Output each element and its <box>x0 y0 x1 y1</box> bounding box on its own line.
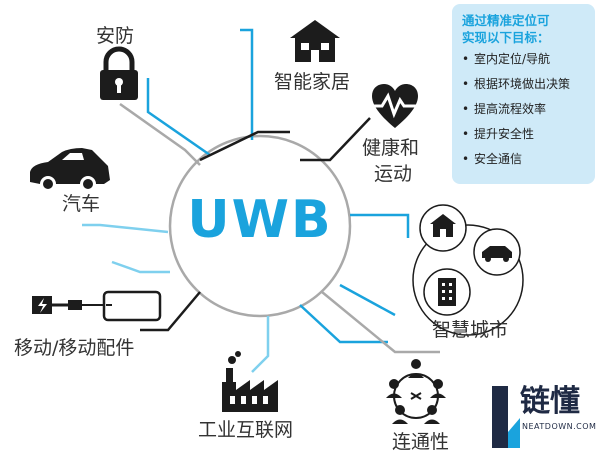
connector-security-gray <box>119 102 201 166</box>
connector-smart-home-dark <box>199 130 290 162</box>
connector-mobile-dark <box>140 291 201 332</box>
padlock-icon <box>100 46 138 100</box>
bullet-icon: • <box>462 77 470 91</box>
goals-list: • 室内定位/导航 • 根据环境做出决策 • 提高流程效率 • 提升安全性 • 安全通信 <box>462 52 587 167</box>
node-label-health-2: 运动 <box>374 163 413 185</box>
logo-mark <box>492 386 520 448</box>
goals-item-text: 室内定位/导航 <box>474 52 551 66</box>
connector-connectivity-gray <box>321 291 440 354</box>
bullet-icon: • <box>462 52 470 66</box>
connector-smart-city-blue <box>339 283 396 317</box>
node-label-health-1: 健康和 <box>362 137 420 159</box>
brand-logo: 链懂 NEATDOWN.COM <box>492 382 600 453</box>
goals-item-text: 提升安全性 <box>474 127 535 141</box>
connector-smart-home <box>240 28 254 140</box>
node-label-security: 安防 <box>96 25 135 47</box>
connector-security <box>146 78 211 157</box>
bullet-icon: • <box>462 102 470 116</box>
phone-charger-icon <box>32 290 162 322</box>
connector-mobile-light <box>111 260 170 274</box>
connector-iiot <box>251 316 270 373</box>
connector-automotive <box>82 223 169 234</box>
city-cluster-icon <box>412 204 524 336</box>
node-label-automotive: 汽车 <box>62 193 101 215</box>
house-icon <box>290 20 340 62</box>
node-label-smart-city: 智慧城市 <box>432 319 509 341</box>
bullet-icon: • <box>462 152 470 166</box>
heartbeat-icon <box>366 84 424 128</box>
goals-list-item: • 安全通信 <box>462 152 587 167</box>
node-label-iiot: 工业互联网 <box>198 419 294 441</box>
goals-item-text: 安全通信 <box>474 152 523 166</box>
goals-list-item: • 根据环境做出决策 <box>462 77 587 92</box>
connector-smart-city <box>350 213 410 238</box>
node-label-smart-home: 智能家居 <box>274 71 351 93</box>
goals-list-item: • 室内定位/导航 <box>462 52 587 67</box>
logo-subtitle: NEATDOWN.COM <box>522 422 597 431</box>
hub-label: UWB <box>187 190 333 250</box>
goals-list-item: • 提升安全性 <box>462 127 587 142</box>
goals-title-line1: 通过精准定位可 <box>462 13 550 28</box>
node-label-connectivity: 连通性 <box>392 431 450 453</box>
factory-icon <box>222 351 278 412</box>
goals-panel: 通过精准定位可 实现以下目标： • 室内定位/导航 • 根据环境做出决策 • 提高流程… <box>452 4 595 184</box>
car-icon <box>30 148 110 191</box>
goals-item-text: 根据环境做出决策 <box>474 77 571 91</box>
goals-item-text: 提高流程效率 <box>474 102 547 116</box>
goals-list-item: • 提高流程效率 <box>462 102 587 117</box>
network-people-icon <box>386 359 446 424</box>
connector-health <box>300 117 371 162</box>
bullet-icon: • <box>462 127 470 141</box>
connector-connectivity <box>299 304 388 344</box>
hub-circle <box>168 134 352 318</box>
goals-title-line2: 实现以下目标： <box>462 30 550 45</box>
node-label-mobile: 移动/移动配件 <box>14 337 135 359</box>
logo-title: 链懂 <box>520 384 580 419</box>
